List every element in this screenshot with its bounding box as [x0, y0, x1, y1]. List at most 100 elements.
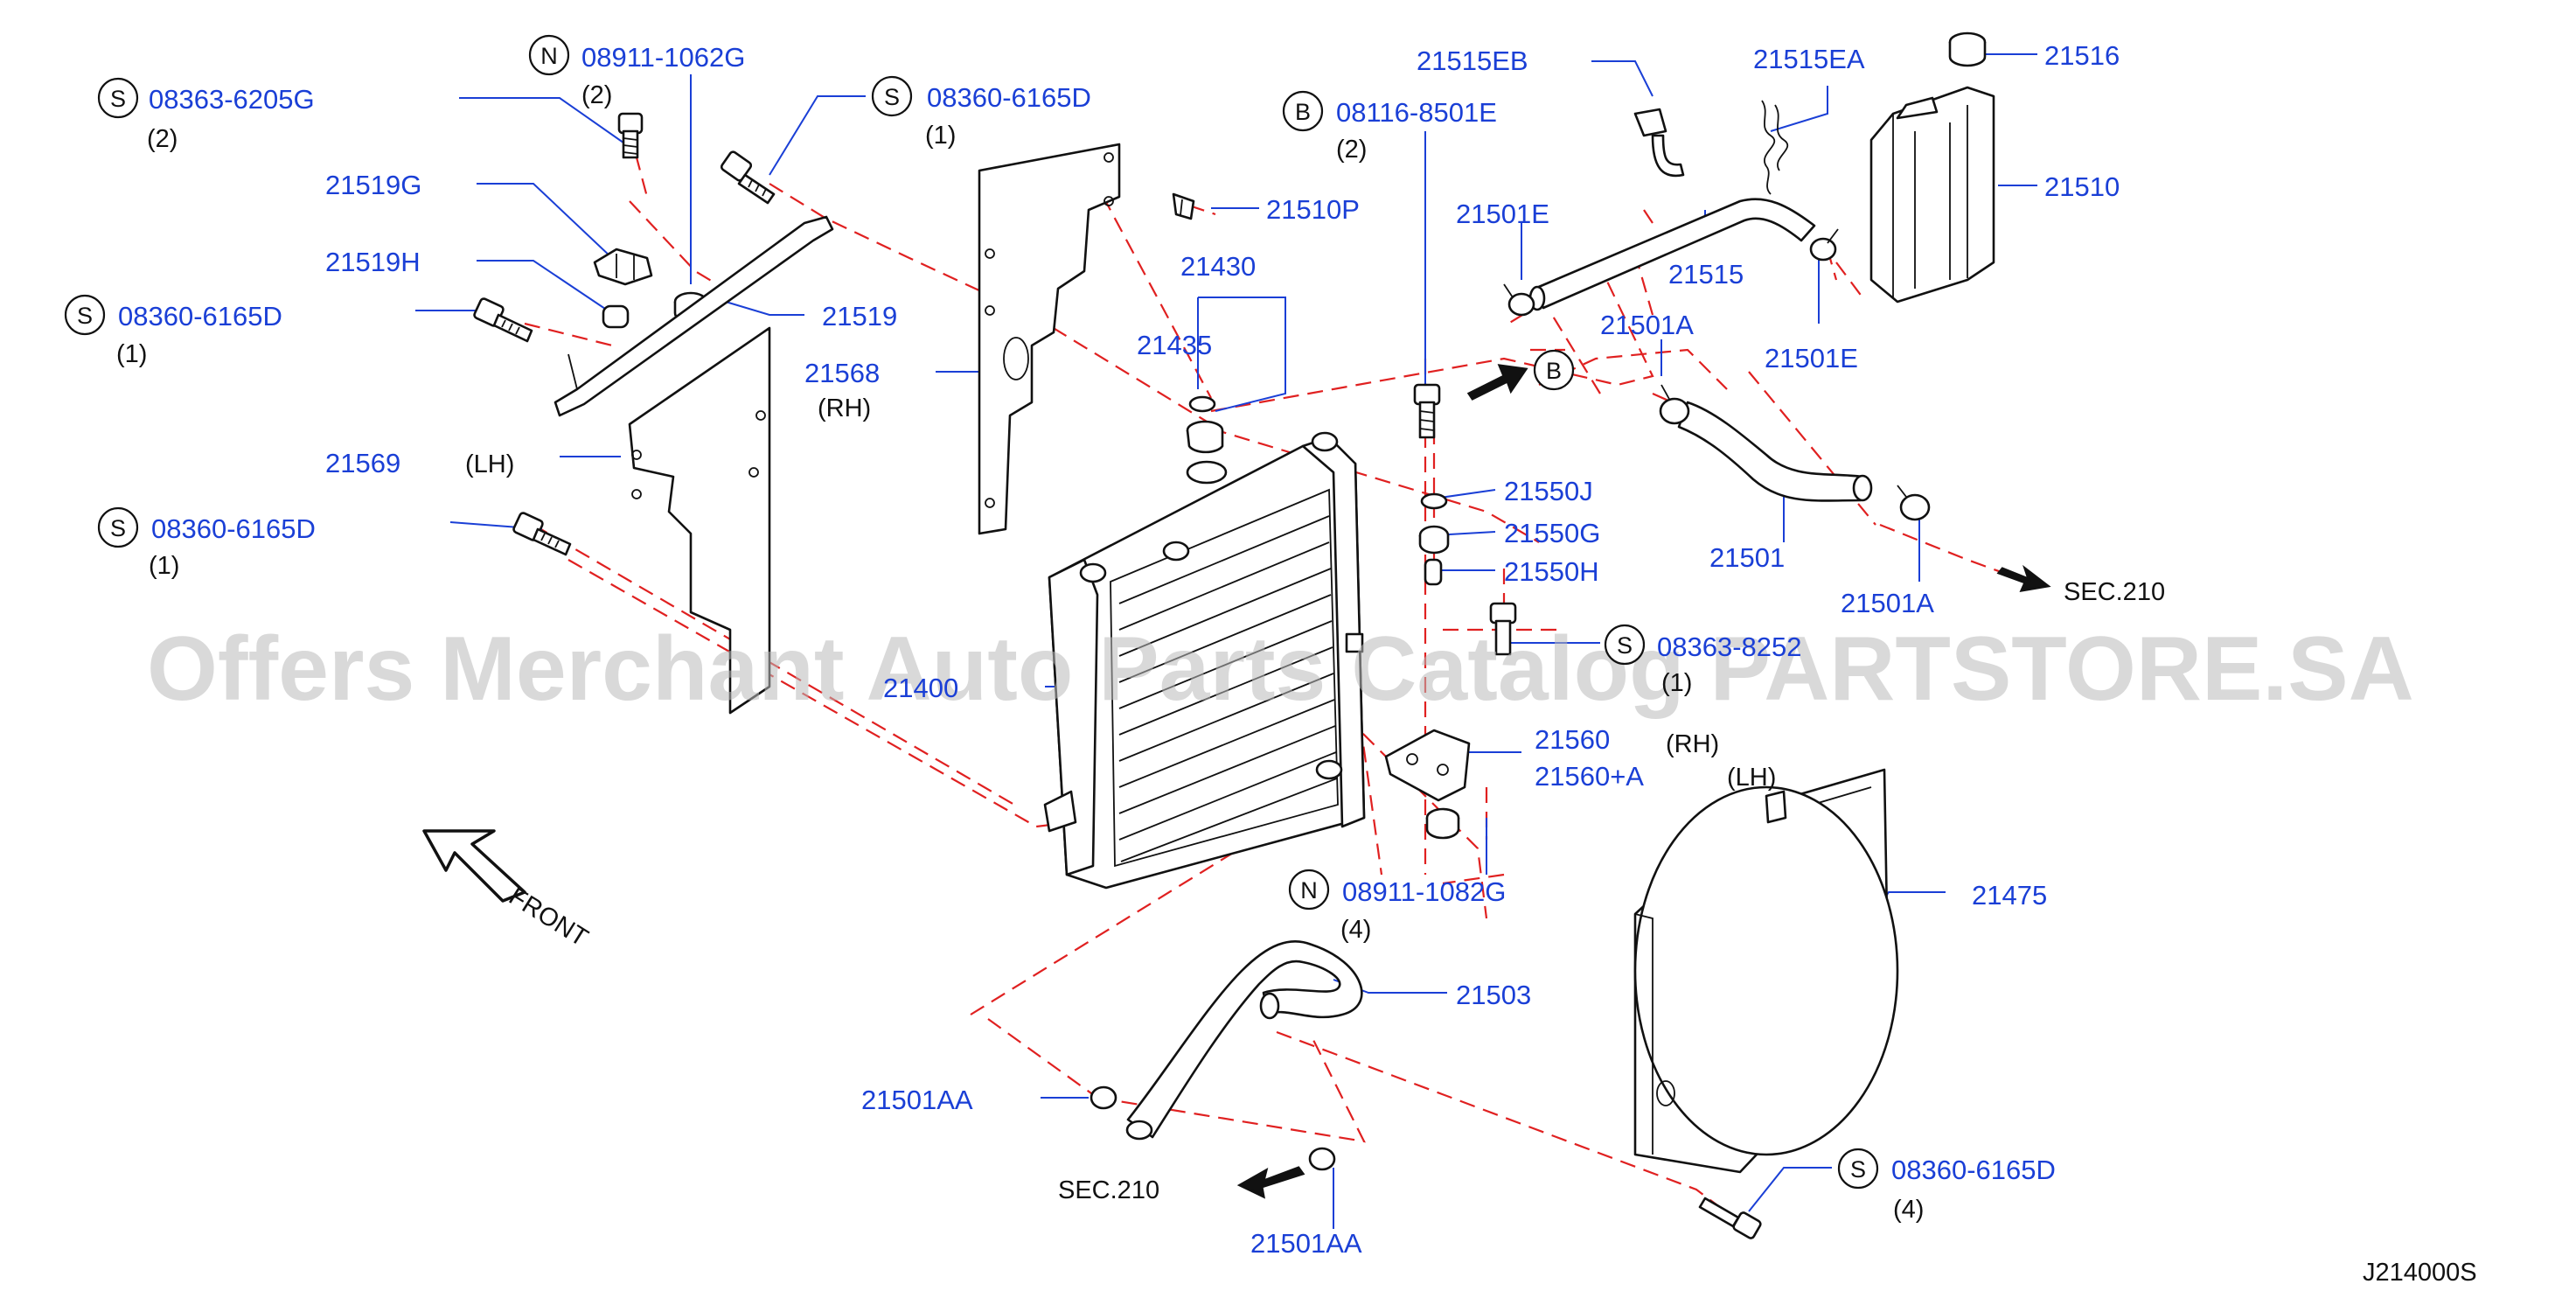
callout-08911-1062G[interactable]: N 08911-1062G (2)	[528, 34, 745, 109]
label-21501A-bottom[interactable]: 21501A	[1841, 588, 1934, 618]
callout-08360-6165D-shroud[interactable]: S 08360-6165D (4)	[1837, 1148, 2056, 1224]
bolt-icon	[1413, 383, 1441, 439]
prefix-letter: N	[540, 43, 558, 69]
bolt-icon	[617, 112, 644, 159]
lower-hose-icon	[1125, 940, 1363, 1141]
prefix-circle	[1288, 869, 1330, 911]
label-21435[interactable]: 21435	[1137, 330, 1212, 360]
prefix-letter: N	[1300, 877, 1318, 904]
quantity: (2)	[147, 125, 178, 153]
label-21510P[interactable]: 21510P	[1266, 194, 1360, 225]
prefix-circle	[528, 34, 570, 76]
quantity: (4)	[1893, 1196, 1924, 1224]
label-21568-side: (RH)	[818, 394, 871, 422]
part-number: 08360-6165D	[1891, 1155, 2056, 1185]
wire-clip-icon	[1761, 100, 1789, 195]
label-21515EB[interactable]: 21515EB	[1417, 45, 1528, 76]
label-21560A[interactable]: 21560+A	[1535, 761, 1644, 792]
quantity: (1)	[925, 122, 956, 150]
prefix-circle	[97, 77, 139, 119]
hose-clip-icon	[1633, 108, 1685, 178]
hose-clamp-icon	[1503, 283, 1535, 317]
parts-art	[422, 31, 2051, 1239]
label-21550G[interactable]: 21550G	[1504, 518, 1600, 548]
callout-08360-6165D-lower[interactable]: S 08360-6165D (1)	[97, 506, 316, 580]
label-21569[interactable]: 21569	[325, 448, 400, 478]
label-21501AA-bottom[interactable]: 21501AA	[1250, 1228, 1362, 1259]
part-number: 08363-6205G	[149, 84, 315, 115]
hose-clamp-icon	[1659, 384, 1690, 425]
label-21560-side: (RH)	[1666, 730, 1719, 758]
arrow-sec-right-icon	[1996, 564, 2051, 592]
callout-08911-1082G[interactable]: N 08911-1082G (4)	[1288, 869, 1506, 944]
radiator-cap-icon	[1186, 395, 1224, 454]
quantity: (4)	[1340, 916, 1371, 944]
label-21475[interactable]: 21475	[1972, 880, 2047, 911]
sec-210-right[interactable]: SEC.210	[2064, 578, 2165, 606]
arrow-b-letter: B	[1546, 358, 1562, 384]
quantity: (1)	[116, 340, 147, 368]
nut-icon	[1425, 807, 1460, 840]
prefix-letter: B	[1295, 99, 1311, 125]
callout-08363-8252[interactable]: S 08363-8252 (1)	[1604, 624, 1802, 697]
clip-bracket-icon	[593, 248, 653, 286]
label-21568[interactable]: 21568	[804, 358, 880, 388]
part-number: 08360-6165D	[927, 82, 1091, 113]
label-21503[interactable]: 21503	[1456, 980, 1531, 1010]
part-number: 08363-8252	[1657, 632, 1802, 662]
front-arrow-icon	[422, 829, 526, 903]
part-number: 08911-1062G	[581, 42, 745, 73]
bolt-icon	[720, 150, 776, 205]
callout-08360-6165D-left[interactable]: S 08360-6165D (1)	[64, 294, 282, 368]
drawing-code: J214000S	[2363, 1259, 2477, 1287]
hose-clamp-icon	[1090, 1085, 1117, 1110]
prefix-circle	[1604, 624, 1646, 666]
label-21501E-top[interactable]: 21501E	[1456, 199, 1549, 229]
callout-08360-6165D-top[interactable]: S 08360-6165D (1)	[871, 75, 1091, 150]
radiator-core-icon	[1043, 431, 1366, 890]
label-21550J[interactable]: 21550J	[1504, 476, 1593, 506]
label-21515[interactable]: 21515	[1668, 259, 1744, 290]
reservoir-cap-icon	[1948, 31, 1987, 67]
callout-08116-8501E[interactable]: B 08116-8501E (2)	[1282, 90, 1497, 164]
label-21510[interactable]: 21510	[2044, 171, 2120, 202]
prefix-letter: S	[1850, 1156, 1866, 1183]
prefix-circle	[1837, 1148, 1879, 1190]
label-21501A-top[interactable]: 21501A	[1600, 310, 1694, 340]
label-21519G[interactable]: 21519G	[325, 170, 421, 200]
label-21519H[interactable]: 21519H	[325, 247, 421, 277]
hose-clamp-icon	[1809, 228, 1839, 262]
label-21569-side: (LH)	[465, 450, 514, 478]
reservoir-hose-icon	[1528, 198, 1816, 311]
bushing-icon	[602, 304, 630, 329]
washer-icon	[1418, 492, 1450, 586]
label-21501[interactable]: 21501	[1709, 542, 1785, 573]
prefix-letter: S	[884, 84, 900, 110]
bolt-icon	[473, 297, 533, 343]
label-21501E-right[interactable]: 21501E	[1765, 343, 1858, 373]
label-21430[interactable]: 21430	[1180, 251, 1256, 282]
bolt-icon	[512, 512, 572, 556]
quantity: (1)	[1661, 669, 1692, 697]
label-21515EA[interactable]: 21515EA	[1753, 44, 1865, 74]
label-21519[interactable]: 21519	[822, 301, 897, 331]
watermark-text: Offers Merchant Auto Parts Catalog PARTS…	[147, 618, 2414, 720]
prefix-letter: S	[110, 515, 126, 541]
side-panel-lh-icon	[628, 326, 771, 715]
label-21560[interactable]: 21560	[1535, 724, 1610, 755]
prefix-circle	[64, 294, 106, 336]
arrow-sec-bottom-icon	[1236, 1166, 1305, 1199]
sec-210-bottom[interactable]: SEC.210	[1058, 1176, 1159, 1204]
prefix-circle	[871, 75, 913, 117]
mounting-bracket-icon	[1384, 729, 1471, 802]
side-panel-rh-icon	[978, 143, 1121, 535]
label-21400[interactable]: 21400	[883, 673, 958, 703]
label-21516[interactable]: 21516	[2044, 40, 2120, 71]
label-21550H[interactable]: 21550H	[1504, 556, 1599, 587]
hose-clamp-icon	[1897, 485, 1931, 521]
label-21501AA-left[interactable]: 21501AA	[861, 1085, 973, 1115]
bolt-icon	[1489, 602, 1517, 656]
clip-icon	[1172, 192, 1195, 220]
callout-08363-6205G[interactable]: S 08363-6205G (2)	[97, 77, 315, 153]
